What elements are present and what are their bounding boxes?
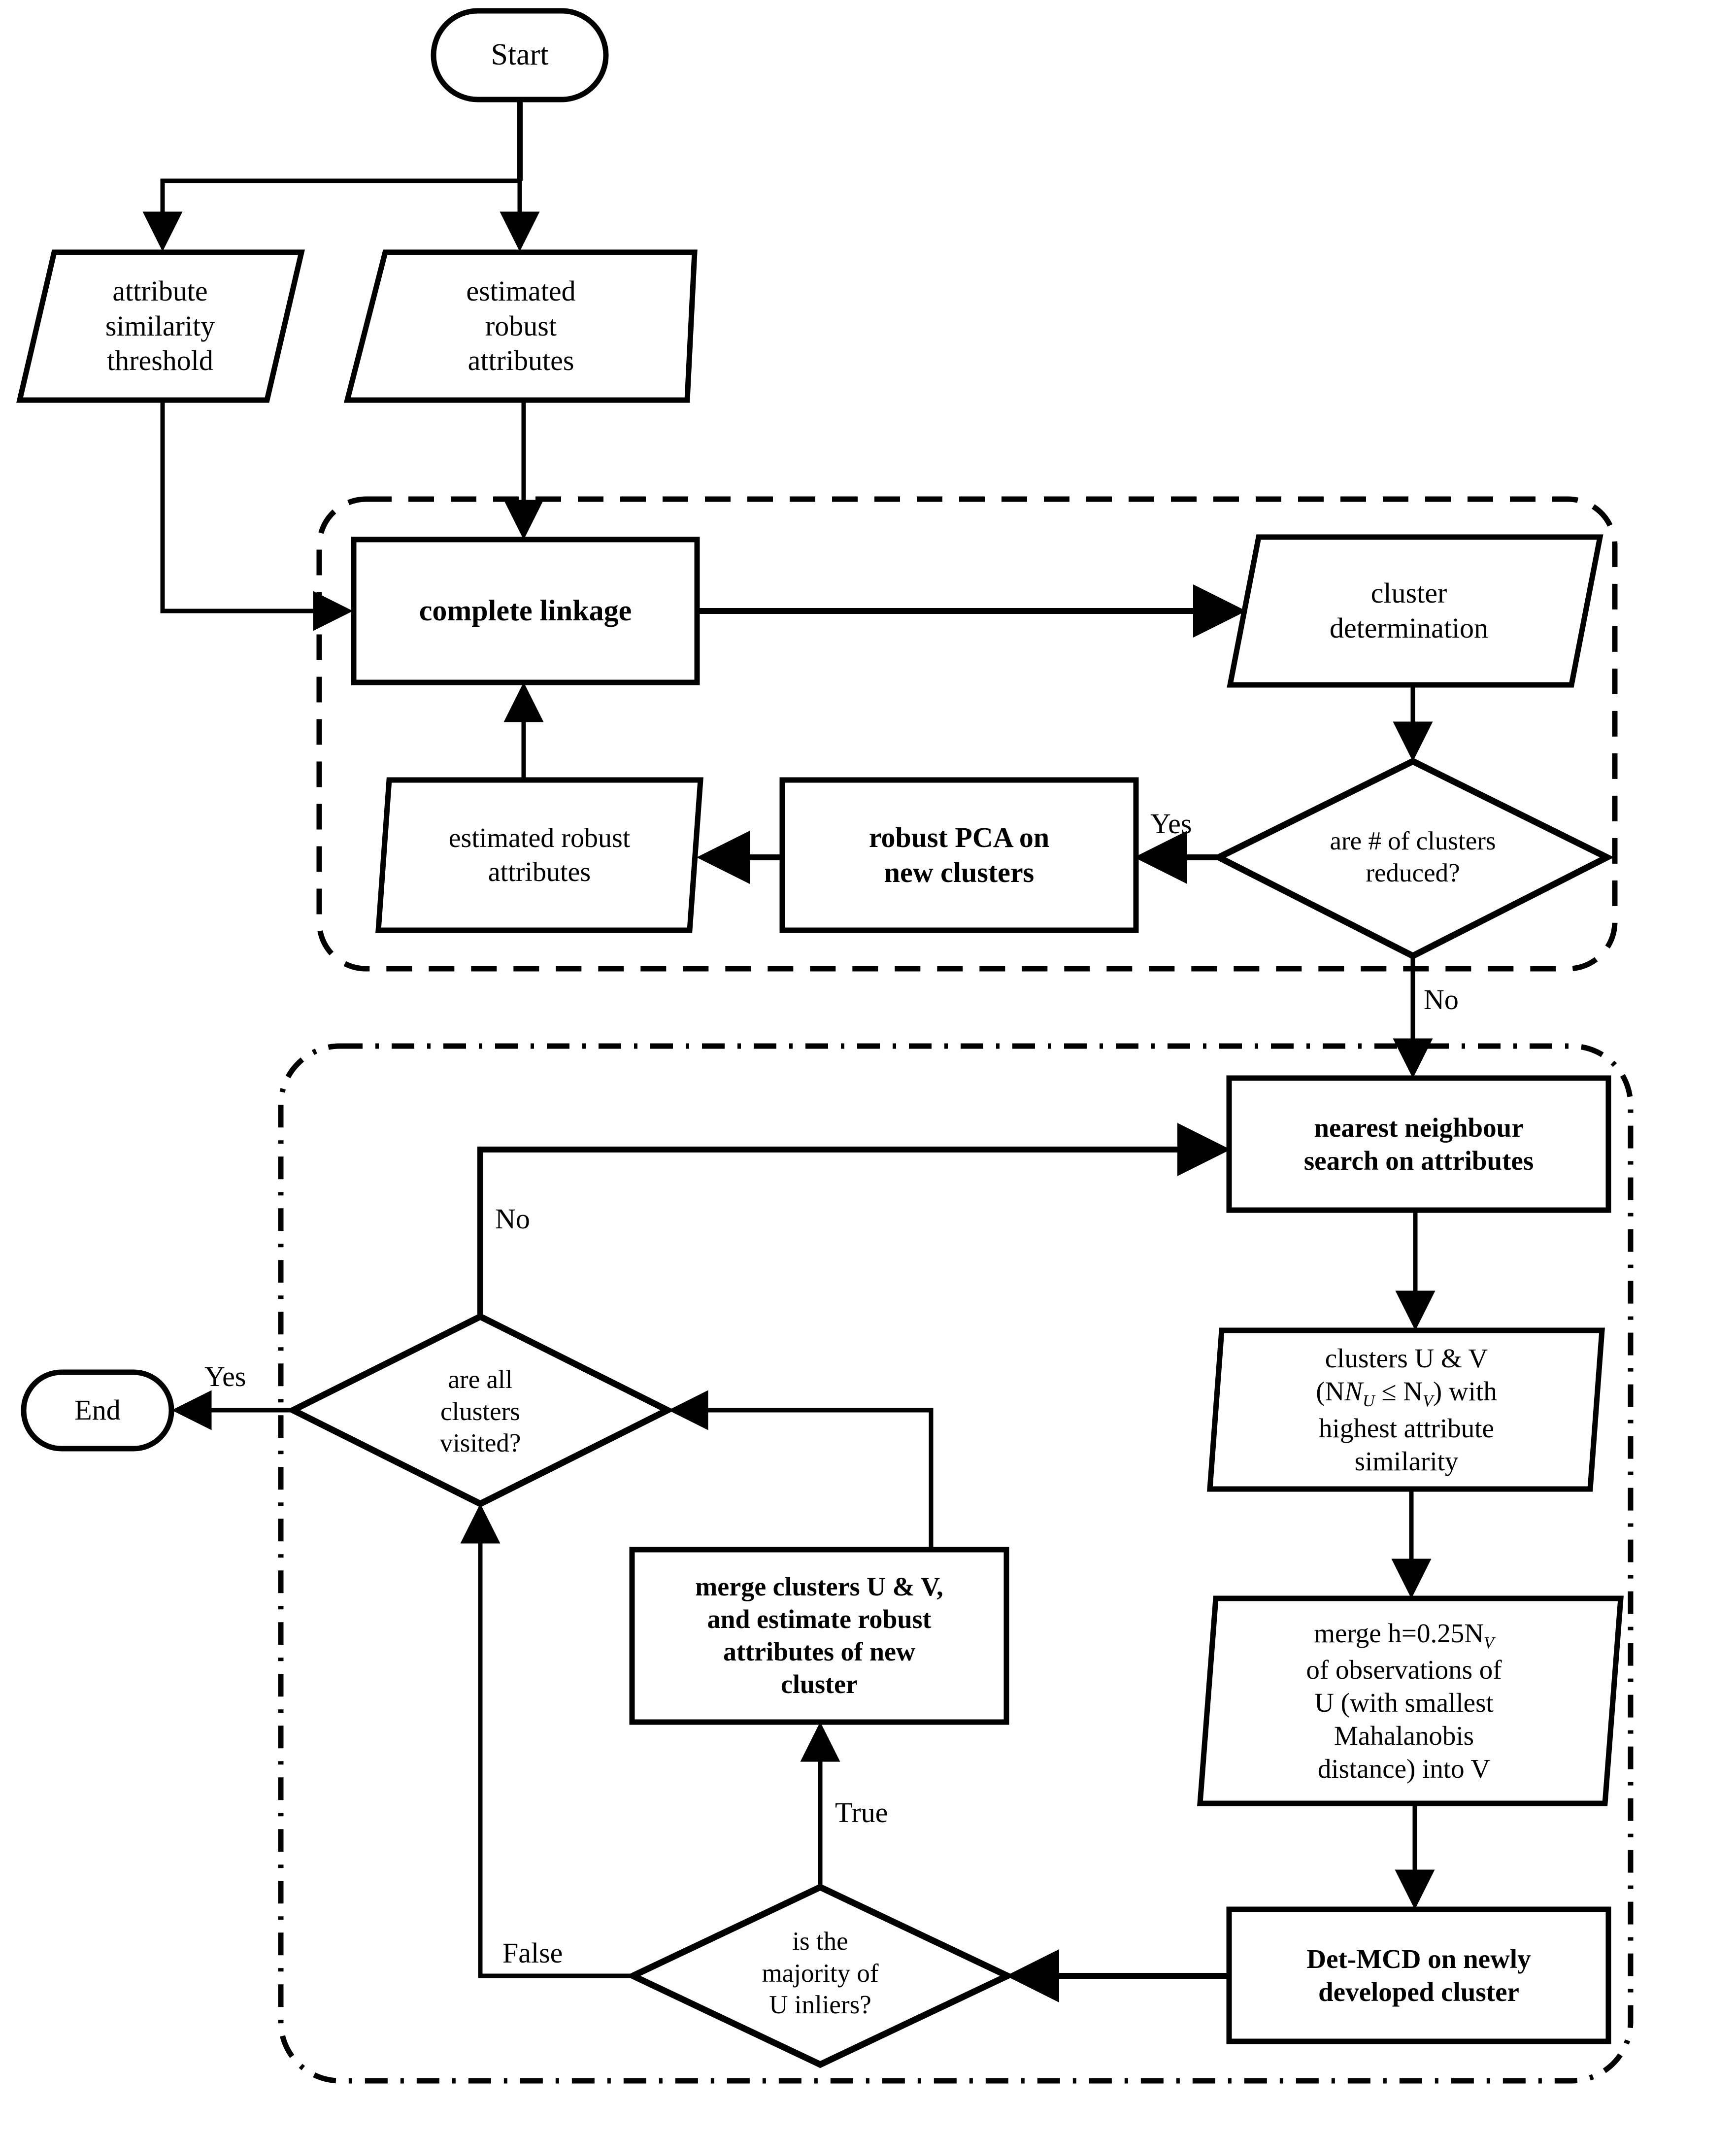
node-attribute-similarity-threshold — [16, 249, 305, 403]
edge-label-clusters-reduced-no: No — [1424, 983, 1459, 1016]
node-complete-linkage — [351, 537, 700, 685]
edge-start-to-attribute-threshold — [142, 178, 520, 252]
edge-merge-clusters-to-all-visited — [668, 1390, 934, 1550]
node-merge-observations — [1197, 1595, 1624, 1806]
node-start — [431, 8, 609, 102]
edge-threshold-to-complete-linkage — [160, 400, 353, 631]
edge-all-visited-no-to-nearest-neighbour — [477, 1123, 1231, 1317]
node-estimated-robust-attributes-top — [343, 249, 698, 403]
node-nearest-neighbour-search-box — [1226, 1075, 1611, 1213]
node-are-clusters-reduced — [1211, 757, 1614, 960]
edge-majority-false-to-all-visited — [460, 1503, 633, 1978]
dash-dot-loop-boundary — [278, 1043, 1634, 2084]
node-merge-clusters-uv — [629, 1547, 1009, 1725]
dashed-loop-boundary — [316, 496, 1618, 972]
edge-label-all-visited-yes: Yes — [204, 1360, 246, 1392]
node-clusters-u-v — [1207, 1327, 1605, 1492]
node-cluster-determination — [1227, 534, 1603, 688]
edge-label-all-visited-no: No — [495, 1203, 530, 1235]
edge-label-clusters-reduced-yes: Yes — [1150, 808, 1192, 840]
edge-label-majority-true: True — [835, 1796, 888, 1829]
node-are-all-clusters-visited — [286, 1313, 675, 1508]
node-end — [21, 1369, 174, 1452]
node-is-majority-u-inliers — [625, 1883, 1015, 2068]
node-robust-pca-on-new-clusters — [779, 777, 1139, 933]
edge-label-majority-false: False — [502, 1937, 563, 1969]
node-estimated-robust-attributes-loop — [375, 777, 703, 933]
node-det-mcd — [1226, 1906, 1611, 2044]
